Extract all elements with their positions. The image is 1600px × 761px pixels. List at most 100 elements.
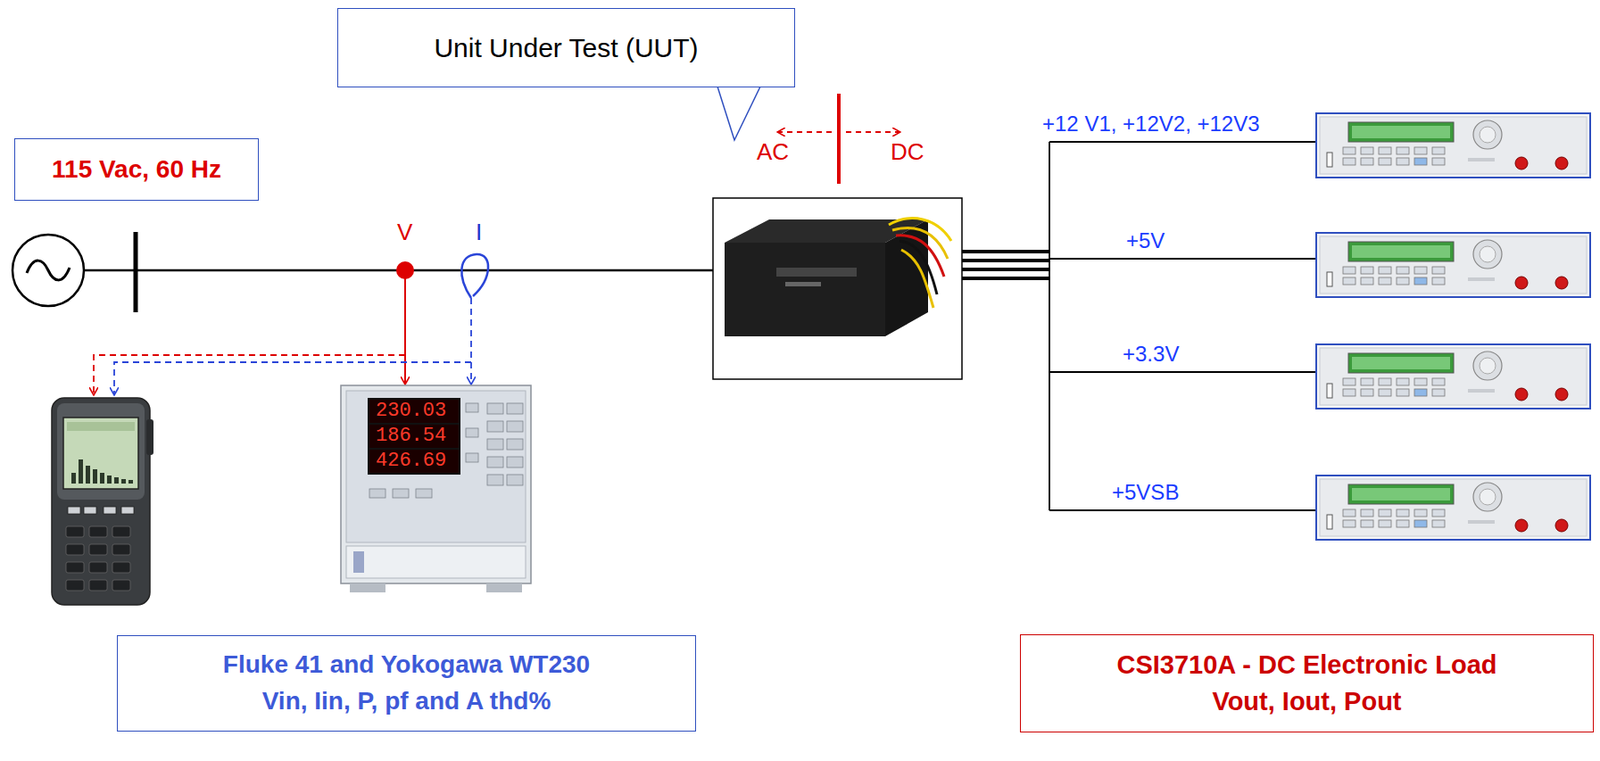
callout-box: Unit Under Test (UUT) (337, 8, 796, 88)
wattmeter-part-part (487, 403, 504, 415)
wattmeter-part-part (392, 489, 409, 498)
rail-label: +5VSB (1111, 480, 1179, 506)
power-supply-part (712, 198, 962, 380)
fluke-meter-part (51, 397, 150, 606)
power-supply-part-part (888, 218, 952, 241)
box-heading: Unit Under Test (UUT) (433, 32, 698, 65)
electronic-load (1316, 475, 1591, 540)
wattmeter-part-part (369, 489, 386, 498)
power-supply-part (724, 242, 886, 337)
wattmeter-part (340, 385, 531, 584)
wattmeter-part-part (487, 474, 504, 486)
wattmeter-part (353, 551, 365, 573)
wattmeter-part-part (506, 403, 523, 415)
display-reading: 426.69 (375, 450, 447, 473)
fluke-meter-part-part (112, 580, 131, 591)
voltage-tap (93, 261, 415, 395)
power-supply-part (888, 218, 952, 308)
display-reading: 230.03 (375, 400, 447, 423)
wattmeter-part-part (506, 456, 523, 468)
wattmeter-part (367, 397, 461, 475)
fluke-meter-part-part (103, 506, 117, 514)
fluke-meter-part-part (112, 544, 131, 556)
voltage-label: V (397, 219, 413, 247)
current-clamp-part (461, 254, 489, 299)
wattmeter-part-part (506, 439, 523, 450)
wattmeter-part-part (415, 489, 432, 498)
fluke-meter-part-part (71, 472, 76, 484)
wattmeter-part (369, 449, 459, 473)
rail-label: +12 V1, +12V2, +12V3 (1042, 111, 1261, 137)
fluke-meter-part-part (85, 465, 91, 484)
dc-output-wiring-part (1048, 141, 1051, 511)
wattmeter-part (346, 546, 526, 579)
box-body: Vin, Iin, P, pf and A thd% (262, 683, 552, 721)
power-supply (712, 198, 962, 380)
wattmeter-part (486, 583, 523, 593)
fluke-meter-part-part (78, 459, 83, 484)
ac-source-part (26, 260, 70, 281)
ac-dc-symbol-part (845, 131, 900, 133)
wattmeter-part-part (487, 439, 504, 450)
fluke-meter-part-part (99, 472, 105, 484)
fluke-meter-part-part (83, 506, 97, 514)
display-reading: 186.54 (375, 425, 447, 448)
ac-dc-symbol-part (837, 93, 841, 184)
fluke-meter-part-part (114, 477, 119, 484)
wattmeter-part-part (465, 428, 479, 438)
dc-output-wiring-part (961, 276, 1050, 281)
wattmeter-part-part (487, 421, 504, 432)
fluke-meter-part-part (89, 562, 108, 573)
fluke-meter-part-part (66, 562, 84, 573)
current-clamp-part (470, 298, 473, 384)
fluke-meter-part (66, 422, 135, 432)
fluke-meter-part-part (89, 544, 108, 556)
wattmeter-part-part (506, 474, 523, 486)
fluke-meter-part-part (66, 580, 84, 591)
dc-output-wiring (961, 141, 1317, 511)
dc-output-wiring-part (961, 267, 1050, 272)
fluke-meter (51, 397, 154, 606)
fluke-meter-part-part (112, 562, 131, 573)
voltage-tap-part (396, 261, 415, 280)
wattmeter-part-part (487, 456, 504, 468)
fluke-meter-part (67, 506, 134, 514)
source-label-box: 115 Vac, 60 Hz (14, 138, 259, 201)
fluke-meter-part (66, 526, 131, 591)
fluke-meter-part (57, 403, 145, 500)
box-heading: 115 Vac, 60 Hz (51, 154, 222, 185)
wattmeter-part (349, 583, 386, 593)
fluke-meter-part-part (121, 506, 134, 514)
dc-output-wiring-part (1049, 257, 1317, 260)
box-body: Vout, Iout, Pout (1211, 683, 1402, 721)
electronic-load (1316, 344, 1591, 409)
fluke-meter-part-part (67, 506, 81, 514)
power-supply-part-part (901, 249, 934, 308)
wattmeter-part (369, 424, 459, 448)
power-supply-part (776, 267, 857, 277)
box-heading: Fluke 41 and Yokogawa WT230 (223, 646, 590, 684)
ac-label: AC (756, 139, 789, 166)
rail-label: +3.3V (1122, 341, 1179, 367)
bus-bar (133, 232, 139, 313)
power-supply-part (785, 281, 821, 287)
fluke-meter-part-part (128, 480, 133, 484)
ac-source-part (12, 234, 84, 307)
fluke-meter-part-part (66, 544, 84, 556)
electronic-load (1316, 113, 1591, 178)
dc-label: DC (890, 139, 925, 166)
fluke-meter-part-part (89, 580, 108, 591)
instrument-box: Fluke 41 and Yokogawa WT230Vin, Iin, P, … (116, 635, 697, 732)
dc-output-wiring-part (1049, 509, 1317, 512)
current-clamp (114, 254, 489, 395)
wattmeter (340, 385, 531, 593)
fluke-meter-part-part (89, 526, 108, 538)
fluke-meter-part-part (66, 526, 84, 538)
wattmeter-part-part (465, 453, 479, 463)
voltage-tap-part (404, 270, 407, 384)
dc-output-wiring-part (1049, 371, 1317, 374)
fluke-meter-part-part (107, 475, 112, 484)
fluke-meter-part (146, 419, 154, 456)
dc-output-wiring-part (961, 258, 1050, 263)
